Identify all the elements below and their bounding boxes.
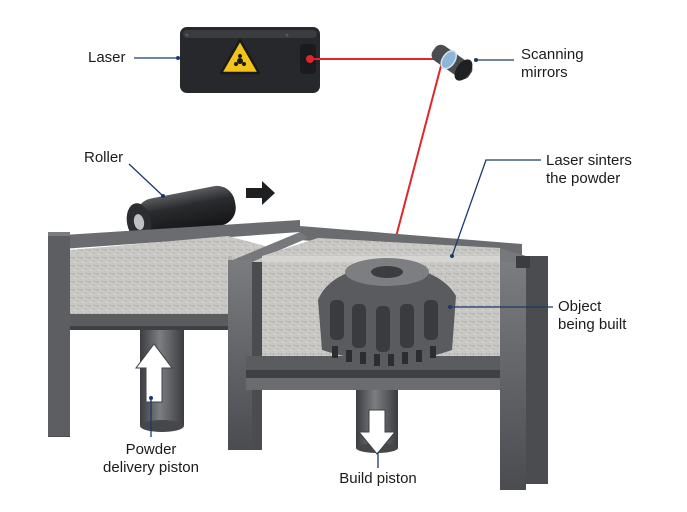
leader-roller (128, 163, 164, 197)
down-arrow (357, 409, 397, 455)
scanning-mirrors (431, 44, 473, 81)
label-object-line1: Object (558, 298, 602, 315)
leader-sinter (451, 159, 541, 257)
label-scanning-mirrors-line1: Scanning (521, 46, 584, 63)
label-sinter-line1: Laser sinters (546, 152, 632, 169)
laser-warning-icon (219, 38, 261, 75)
roller-direction-arrow (246, 181, 275, 205)
label-object-line2: being built (558, 316, 627, 333)
label-sinter-line2: the powder (546, 170, 621, 187)
label-roller: Roller (84, 149, 124, 166)
label-powder-piston-line2: delivery piston (103, 459, 199, 476)
label-build-piston: Build piston (339, 470, 417, 487)
up-arrow (135, 343, 173, 403)
laser-beam-down (391, 61, 443, 253)
printed-object (318, 258, 456, 366)
label-powder-piston-line1: Powder (125, 441, 177, 458)
label-laser: Laser (88, 49, 126, 66)
label-scanning-mirrors-line2: mirrors (521, 64, 568, 81)
